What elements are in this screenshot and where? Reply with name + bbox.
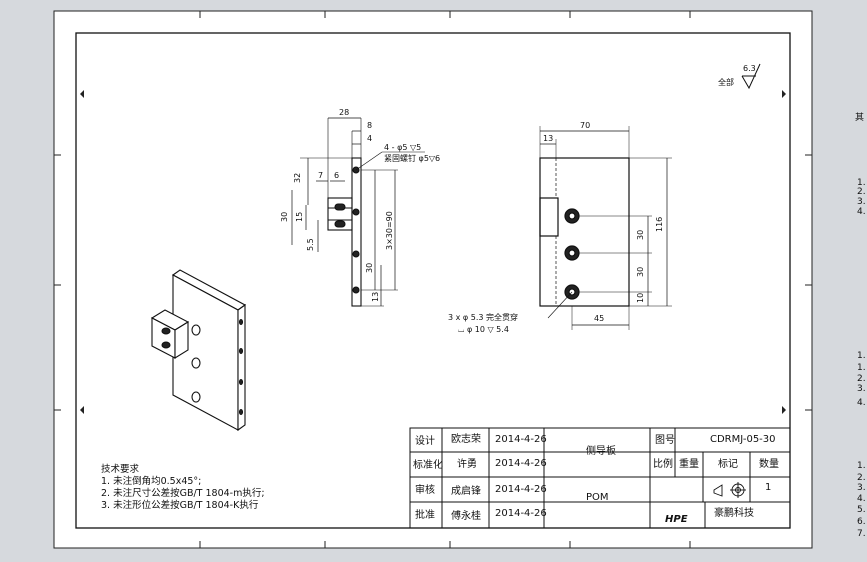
- design-date: 2014-4-26: [495, 434, 547, 445]
- drawing-no-label: 图号: [655, 434, 675, 446]
- tech-note-2: 2. 未注尺寸公差按GB/T 1804-m执行;: [101, 487, 265, 499]
- std-date: 2014-4-26: [495, 458, 547, 469]
- dim-30-c: 30: [636, 267, 645, 277]
- dim-7: 7: [318, 171, 323, 180]
- side-block: [327, 197, 353, 231]
- side-item: 2.: [857, 473, 866, 483]
- side-item: 6.: [857, 517, 866, 527]
- tech-notes-title: 技术要求: [101, 463, 140, 475]
- dim-30-b: 30: [365, 263, 374, 273]
- side-item: 1.: [857, 461, 866, 471]
- hole-note-2: 紧固螺钉 φ5▽6: [384, 153, 440, 163]
- side-item: 4.: [857, 494, 866, 504]
- dim-13-front: 13: [543, 134, 553, 143]
- std-name: 许勇: [457, 458, 477, 470]
- side-item: 1.: [857, 363, 866, 373]
- company-name: 豪鹏科技: [714, 506, 754, 519]
- title-block: [409, 427, 791, 529]
- dim-15: 15: [295, 212, 304, 222]
- zone-arrows: [80, 90, 786, 414]
- side-item: 4.: [857, 398, 866, 408]
- drawing-no: CDRMJ-05-30: [710, 434, 776, 445]
- dim-10: 10: [636, 293, 645, 303]
- dim-6: 6: [334, 171, 339, 180]
- part-name: 侧导板: [586, 444, 616, 457]
- dim-30-a: 30: [636, 230, 645, 240]
- weight-label: 重量: [679, 457, 699, 470]
- side-panel-top: 其: [855, 112, 864, 123]
- material: POM: [586, 492, 609, 503]
- dim-4: 4: [367, 134, 372, 143]
- review-date: 2014-4-26: [495, 484, 547, 495]
- design-label: 设计: [415, 434, 435, 447]
- front-hole-note-2: ⌴ φ 10 ▽ 5.4: [458, 325, 509, 334]
- roughness-symbol: 全部 6.3: [718, 63, 761, 90]
- projection-symbol-icon: [713, 482, 746, 498]
- dim-32: 32: [293, 173, 302, 183]
- dim-116: 116: [655, 217, 664, 232]
- company-logo: HPE: [665, 514, 688, 525]
- roughness-label: 全部: [718, 77, 734, 87]
- title-block-text: 设计 欧志荣 2014-4-26 标准化 许勇 2014-4-26 审核 成启锋…: [413, 432, 779, 525]
- dim-8: 8: [367, 121, 372, 130]
- scale-label: 比例: [653, 457, 673, 470]
- side-item: 3.: [857, 197, 866, 207]
- mark-label: 标记: [718, 458, 738, 470]
- review-label: 审核: [415, 483, 435, 496]
- side-view: [291, 117, 425, 307]
- side-panel: 其 1. 2. 3. 4. 1. 1. 2. 3. 4. 1. 2. 3. 4.…: [855, 112, 866, 539]
- dim-3x30: 3×30=90: [385, 211, 394, 250]
- std-label: 标准化: [413, 458, 443, 471]
- tech-notes: 技术要求 1. 未注倒角均0.5x45°; 2. 未注尺寸公差按GB/T 180…: [101, 463, 265, 511]
- side-item: 2.: [857, 374, 866, 384]
- side-item: 2.: [857, 187, 866, 197]
- dim-28: 28: [339, 108, 349, 117]
- side-item: 5.: [857, 505, 866, 515]
- side-item: 1.: [857, 178, 866, 188]
- side-item: 1.: [857, 351, 866, 361]
- side-item: 3.: [857, 384, 866, 394]
- approve-label: 批准: [415, 508, 435, 521]
- front-view: [539, 126, 672, 330]
- dim-13: 13: [371, 292, 380, 302]
- hole-note-1: 4 - φ5 ▽5: [384, 143, 421, 152]
- isometric-view: [150, 269, 247, 432]
- side-item: 7.: [857, 529, 866, 539]
- dim-45: 45: [594, 314, 604, 323]
- dim-70: 70: [580, 121, 590, 130]
- qty-value: 1: [765, 482, 771, 493]
- front-view-dims: 70 13 116 30 30 10 45 3 x φ 5.3 完全贯穿 ⌴ φ…: [448, 121, 664, 334]
- approve-date: 2014-4-26: [495, 508, 547, 519]
- approve-name: 傅永桂: [451, 509, 481, 522]
- side-plate: [351, 157, 362, 307]
- tech-note-1: 1. 未注倒角均0.5x45°;: [101, 475, 201, 487]
- side-item: 3.: [857, 483, 866, 493]
- zone-ticks: [54, 11, 812, 548]
- roughness-value: 6.3: [743, 64, 756, 73]
- front-hole-note-1: 3 x φ 5.3 完全贯穿: [448, 312, 518, 322]
- dim-30: 30: [280, 212, 289, 222]
- dim-5-5: 5.5: [306, 238, 315, 251]
- qty-label: 数量: [759, 457, 779, 470]
- tech-note-3: 3. 未注形位公差按GB/T 1804-K执行: [101, 499, 259, 511]
- review-name: 成启锋: [451, 484, 481, 497]
- side-item: 4.: [857, 207, 866, 217]
- side-view-dims: 28 8 4 7 6 32 30 15 5.5 3×30=90 30 13 4 …: [280, 108, 440, 302]
- design-name: 欧志荣: [451, 432, 481, 445]
